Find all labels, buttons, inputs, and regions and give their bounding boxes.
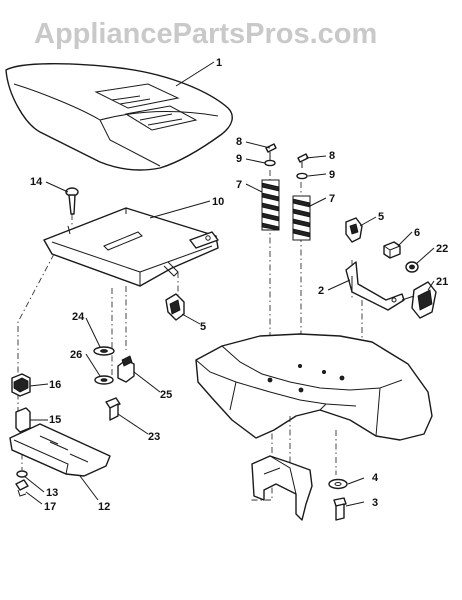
washer-part-22 bbox=[405, 261, 419, 273]
callout-8-left: 8 bbox=[236, 136, 242, 148]
callout-22: 22 bbox=[436, 243, 448, 255]
callout-21: 21 bbox=[436, 276, 448, 288]
callout-1: 1 bbox=[216, 57, 222, 69]
callout-5-lower: 5 bbox=[200, 321, 206, 333]
callout-9-left: 9 bbox=[236, 153, 242, 165]
spring-part-7-left bbox=[261, 179, 280, 231]
washer-part-24 bbox=[93, 346, 115, 356]
washer-part-9-right bbox=[296, 172, 308, 180]
washer-part-4 bbox=[328, 478, 348, 490]
spring-part-7-right bbox=[292, 195, 311, 241]
callout-25: 25 bbox=[160, 389, 172, 401]
leader-lines bbox=[23, 61, 435, 507]
slide-rail-part-12 bbox=[9, 423, 111, 477]
callout-7-right: 7 bbox=[329, 193, 335, 205]
washer-part-9-left bbox=[264, 159, 276, 167]
fender-assembly bbox=[195, 333, 433, 521]
callout-10: 10 bbox=[212, 196, 224, 208]
callout-5-upper: 5 bbox=[378, 211, 384, 223]
clip-part-17 bbox=[15, 479, 29, 497]
callout-26: 26 bbox=[70, 349, 82, 361]
switch-part-21 bbox=[401, 281, 437, 319]
seat-part-1 bbox=[5, 63, 233, 171]
callout-8-right: 8 bbox=[329, 150, 335, 162]
clip-part-5-lower bbox=[165, 293, 185, 321]
bolt-part-8-right bbox=[297, 153, 309, 168]
callout-labels: 1 8 9 7 8 9 7 5 6 22 21 2 10 14 5 24 26 … bbox=[30, 57, 448, 513]
bracket-part-2 bbox=[345, 261, 405, 311]
callout-14: 14 bbox=[30, 176, 43, 188]
callout-23: 23 bbox=[148, 431, 160, 443]
callout-6: 6 bbox=[414, 227, 420, 239]
callout-3: 3 bbox=[372, 497, 378, 509]
callout-24: 24 bbox=[72, 311, 85, 323]
knob-part-14 bbox=[65, 187, 79, 215]
callout-4: 4 bbox=[372, 472, 379, 484]
callout-7-left: 7 bbox=[236, 179, 242, 191]
bolt-part-3 bbox=[333, 497, 347, 521]
callout-13: 13 bbox=[46, 487, 58, 499]
callout-15: 15 bbox=[49, 414, 61, 426]
nut-part-6 bbox=[383, 241, 401, 259]
spacer-part-16 bbox=[11, 373, 31, 397]
callout-9-right: 9 bbox=[329, 169, 335, 181]
watermark-text: AppliancePartsPros.com bbox=[34, 18, 377, 50]
washer-part-26 bbox=[94, 375, 114, 385]
clip-part-5-upper bbox=[345, 217, 363, 243]
bolt-part-23 bbox=[105, 397, 121, 421]
bushing-part-25 bbox=[117, 355, 135, 383]
callout-2: 2 bbox=[318, 285, 324, 297]
pin-part-15 bbox=[15, 407, 31, 433]
clip-part-13 bbox=[16, 470, 28, 478]
callout-12: 12 bbox=[98, 501, 110, 513]
callout-17: 17 bbox=[44, 501, 56, 513]
bolt-part-8-left bbox=[265, 143, 277, 160]
callout-16: 16 bbox=[49, 379, 61, 391]
seat-pan-part-10 bbox=[43, 207, 219, 287]
